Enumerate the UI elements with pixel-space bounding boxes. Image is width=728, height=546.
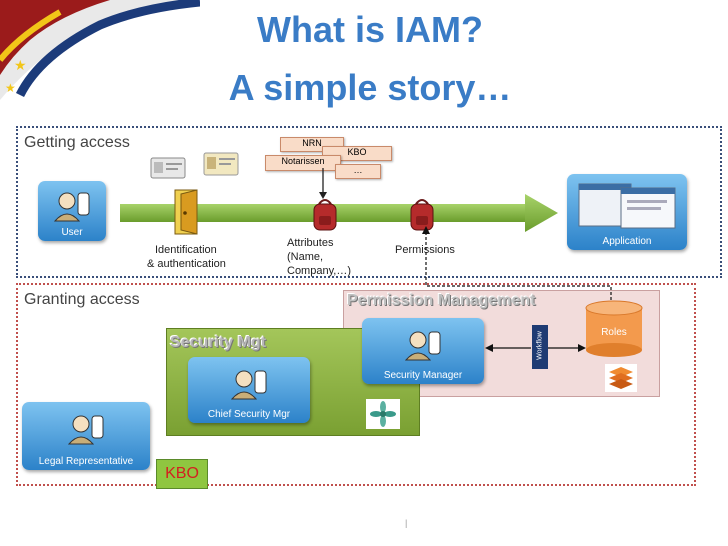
roles-label: Roles	[601, 327, 627, 338]
person-icon	[230, 370, 267, 400]
svg-text:★: ★	[14, 58, 27, 74]
kbo-badge: KBO	[156, 459, 208, 489]
user-label: User	[61, 227, 83, 238]
workflow-bar	[532, 325, 548, 369]
identification-label-1: Identification	[155, 244, 217, 256]
stack-logo-icon	[605, 364, 637, 392]
title-line-2: A simple story…	[228, 67, 512, 108]
id-card-icon	[150, 157, 186, 179]
roles-database-icon	[585, 300, 643, 357]
workflow-label: Workflow	[536, 331, 544, 360]
title-line-1: What is IAM?	[257, 9, 483, 50]
attributes-label-2: (Name,	[287, 251, 324, 263]
getting-access-section	[16, 126, 722, 278]
permission-management-title: Permission Management	[347, 292, 536, 309]
roles-to-permissions-arrow	[422, 226, 612, 300]
decorative-corner-swoosh: ★ ★	[0, 0, 200, 100]
security-manager-label: Security Manager	[383, 370, 463, 381]
attributes-backpack-icon	[313, 199, 337, 231]
security-manager-workflow-arrow	[485, 344, 531, 352]
id-card-icon-2	[203, 152, 239, 176]
note-notarissen: Notarissen	[265, 155, 341, 171]
legal-representative-tile[interactable]: Legal Representative	[22, 402, 150, 470]
permissions-label: Permissions	[395, 244, 455, 256]
security-manager-tile[interactable]: Security Manager	[362, 318, 484, 384]
application-screens-icon	[578, 183, 676, 229]
attributes-label-3: Company,…)	[287, 265, 351, 277]
granting-access-label: Granting access	[24, 291, 140, 308]
user-tile[interactable]: User	[38, 181, 106, 241]
getting-access-label: Getting access	[24, 134, 130, 151]
security-mgt-title: Security Mgt	[170, 334, 267, 351]
note-ellipsis: …	[335, 164, 381, 179]
granting-access-section	[16, 283, 696, 486]
person-icon	[53, 192, 90, 222]
chief-security-label: Chief Security Mgr	[207, 409, 291, 420]
application-tile[interactable]: Application	[567, 174, 687, 250]
person-icon	[404, 331, 441, 361]
footer-mark: |	[405, 518, 408, 528]
flower-logo-icon	[366, 399, 400, 429]
attributes-label-1: Attributes	[287, 237, 334, 249]
chief-security-tile[interactable]: Chief Security Mgr	[188, 357, 310, 423]
door-icon	[174, 189, 198, 235]
application-label: Application	[602, 236, 652, 247]
legal-representative-label: Legal Representative	[38, 456, 134, 467]
notes-to-attributes-arrow	[319, 168, 327, 199]
svg-text:★: ★	[5, 81, 16, 95]
permissions-backpack-icon	[410, 199, 434, 231]
identification-label-2: & authentication	[147, 258, 226, 270]
workflow-roles-arrow	[548, 344, 586, 352]
person-icon	[67, 415, 104, 445]
